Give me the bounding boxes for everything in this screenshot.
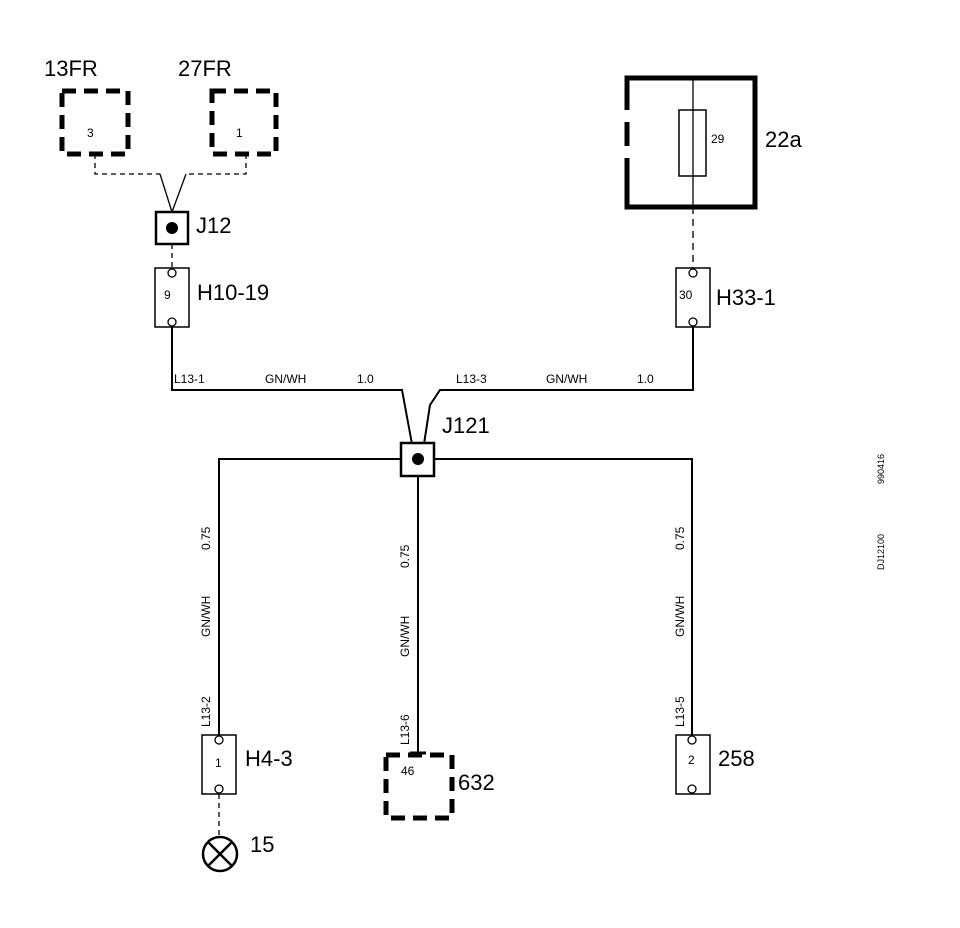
wire-l13-2-color: GN/WH bbox=[199, 596, 213, 637]
side-code-top: 990416 bbox=[876, 454, 886, 484]
connector-632: 46 632 bbox=[383, 751, 495, 821]
connector-632-label: 632 bbox=[458, 770, 495, 795]
wire-l13-6-labels: 0.75 GN/WH L13-6 bbox=[398, 544, 412, 745]
connector-632-pin: 46 bbox=[401, 764, 415, 778]
wire-l13-1-size: 1.0 bbox=[357, 372, 374, 386]
connector-13fr: 13FR 3 bbox=[44, 56, 131, 157]
splice-j12: J12 bbox=[154, 210, 231, 246]
connector-13fr-label: 13FR bbox=[44, 56, 98, 81]
wire-l13-2-size: 0.75 bbox=[199, 526, 213, 550]
connector-27fr-label: 27FR bbox=[178, 56, 232, 81]
connector-h10-19: 9 H10-19 bbox=[154, 267, 269, 328]
wire-l13-6-size: 0.75 bbox=[398, 544, 412, 568]
wire-l13-6-id: L13-6 bbox=[398, 714, 412, 745]
splice-j121-label: J121 bbox=[442, 413, 490, 438]
connector-h4-3-pin: 1 bbox=[215, 756, 222, 770]
wires-bottom bbox=[218, 458, 693, 753]
wire-l13-2-labels: 0.75 GN/WH L13-2 bbox=[199, 526, 213, 727]
wire-l13-3-id: L13-3 bbox=[456, 372, 487, 386]
connector-13fr-pin: 3 bbox=[87, 126, 94, 140]
connector-h4-3-label: H4-3 bbox=[245, 746, 293, 771]
connector-27fr-pin: 1 bbox=[236, 126, 243, 140]
fuse-box-22a-pin: 29 bbox=[711, 132, 725, 146]
wire-l13-3-labels: L13-3 GN/WH 1.0 bbox=[456, 372, 654, 386]
splice-j12-label: J12 bbox=[196, 213, 231, 238]
splice-j121: J121 bbox=[399, 413, 490, 478]
wire-l13-1-id: L13-1 bbox=[174, 372, 205, 386]
connector-258-label: 258 bbox=[718, 746, 755, 771]
wire-l13-1-labels: L13-1 GN/WH 1.0 bbox=[174, 372, 374, 386]
fuse-box-22a: 29 22a bbox=[620, 75, 802, 210]
connector-258-pin: 2 bbox=[688, 753, 695, 767]
wires-top bbox=[171, 327, 694, 445]
side-code-bottom: DJ12100 bbox=[876, 534, 886, 570]
lamp-15: 15 bbox=[201, 832, 274, 873]
connector-h10-19-pin: 9 bbox=[164, 288, 171, 302]
connector-h10-19-label: H10-19 bbox=[197, 280, 269, 305]
lamp-15-label: 15 bbox=[250, 832, 274, 857]
connector-27fr: 27FR 1 bbox=[178, 56, 279, 157]
connector-h33-1-pin: 30 bbox=[679, 288, 693, 302]
fuse-box-22a-label: 22a bbox=[765, 127, 802, 152]
dashed-wires-to-j12 bbox=[94, 154, 247, 175]
wires-converge-j12 bbox=[159, 173, 187, 213]
wire-l13-2-id: L13-2 bbox=[199, 696, 213, 727]
wire-l13-5-size: 0.75 bbox=[673, 526, 687, 550]
wire-l13-3-color: GN/WH bbox=[546, 372, 587, 386]
wire-l13-1-color: GN/WH bbox=[265, 372, 306, 386]
connector-h33-1: 30 H33-1 bbox=[675, 267, 776, 328]
connector-h4-3: 1 H4-3 bbox=[201, 734, 293, 795]
wire-l13-5-labels: 0.75 GN/WH L13-5 bbox=[673, 526, 687, 727]
connector-258: 2 258 bbox=[675, 734, 755, 795]
wire-l13-5-color: GN/WH bbox=[673, 596, 687, 637]
wire-l13-3-size: 1.0 bbox=[637, 372, 654, 386]
wire-l13-5-id: L13-5 bbox=[673, 696, 687, 727]
wire-l13-6-color: GN/WH bbox=[398, 616, 412, 657]
connector-h33-1-label: H33-1 bbox=[716, 285, 776, 310]
